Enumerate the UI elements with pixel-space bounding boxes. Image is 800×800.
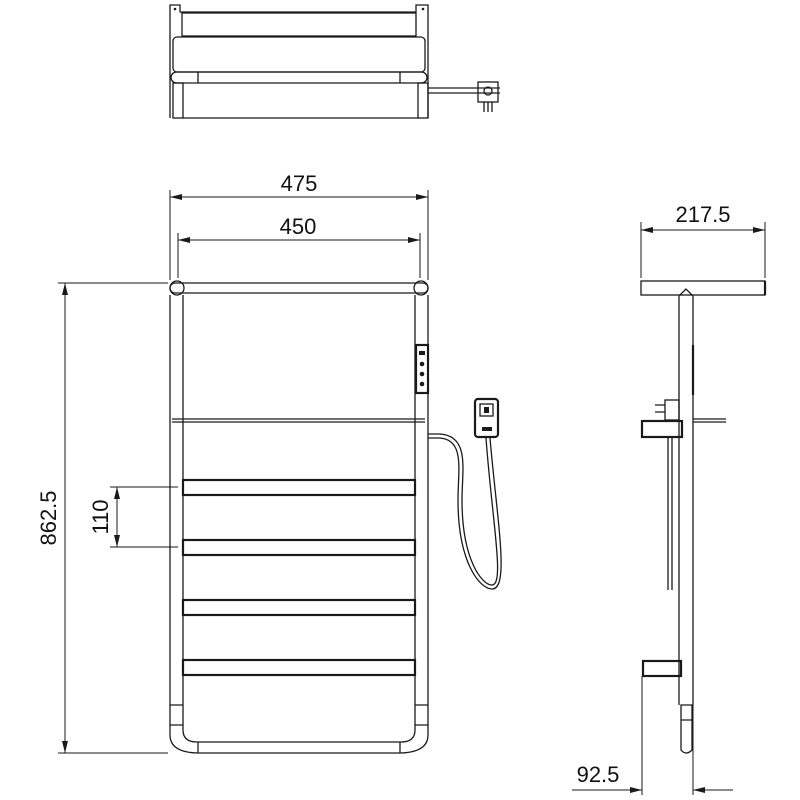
towel-rails xyxy=(181,478,417,677)
dimension-wall-distance: 92.5 xyxy=(572,676,733,795)
dimension-label-862-5: 862.5 xyxy=(36,490,61,545)
front-view: 475 450 862.5 xyxy=(36,171,502,754)
dimension-label-450: 450 xyxy=(280,214,317,239)
remote-controller-icon xyxy=(473,397,500,439)
dimension-label-475: 475 xyxy=(281,171,318,196)
side-view: 217.5 92.5 xyxy=(572,202,767,795)
plug-box xyxy=(640,399,684,439)
dimension-label-110: 110 xyxy=(88,499,113,534)
dimension-label-92-5: 92.5 xyxy=(577,762,620,787)
plug-icon xyxy=(477,81,499,112)
dimension-overall-width: 475 xyxy=(169,171,429,280)
dimension-label-217-5: 217.5 xyxy=(675,202,730,227)
control-panel xyxy=(414,343,430,395)
dimension-overall-height: 862.5 xyxy=(36,282,168,754)
top-view xyxy=(169,4,500,119)
dimension-rail-spacing: 110 xyxy=(88,486,178,548)
dimension-shelf-depth: 217.5 xyxy=(640,202,766,278)
dimension-rail-width: 450 xyxy=(177,214,421,278)
